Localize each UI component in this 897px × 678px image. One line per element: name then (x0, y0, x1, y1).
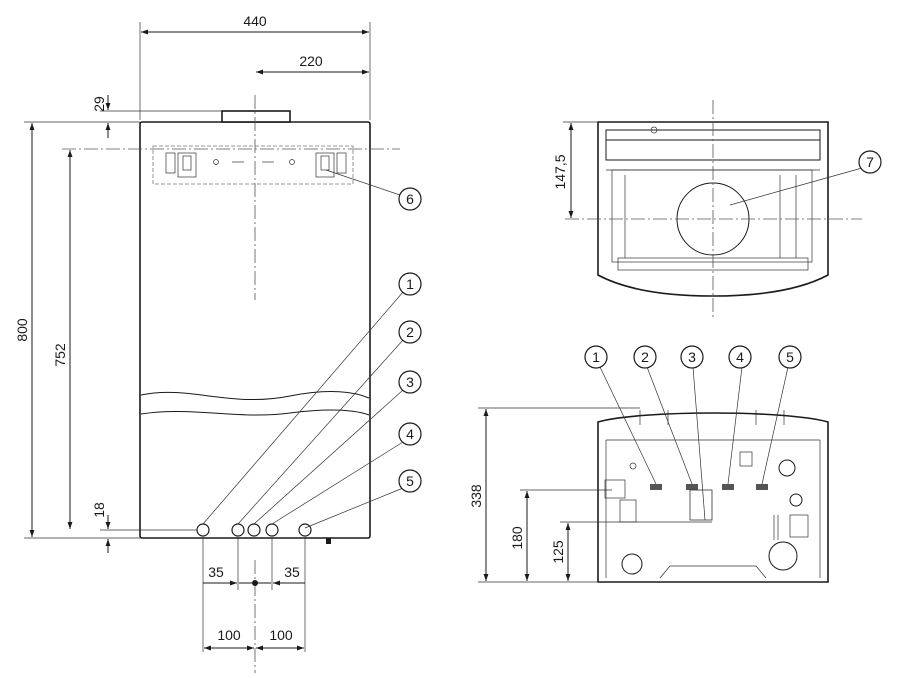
casing-lower-line (140, 409, 370, 416)
callout-7: 7 (866, 154, 874, 170)
center-dot (252, 580, 258, 586)
dim-125: 125 (550, 540, 566, 564)
mounting-bracket (152, 145, 354, 185)
flue-stub (221, 110, 291, 123)
bottom-callout-5: 5 (786, 349, 794, 365)
dim-100-left: 100 (217, 627, 241, 643)
connection-circle-4 (265, 523, 279, 537)
drain-stub (326, 538, 331, 544)
dim-35-left: 35 (208, 564, 224, 580)
dim-338: 338 (468, 484, 484, 508)
bottom-callout-2: 2 (641, 349, 649, 365)
callout-2: 2 (406, 324, 414, 340)
dim-220: 220 (299, 53, 323, 69)
bottom-callout-1: 1 (592, 349, 600, 365)
dim-35-right: 35 (284, 564, 300, 580)
connection-circle-1 (196, 523, 210, 537)
top-view-outline (597, 121, 829, 297)
dim-752: 752 (52, 343, 68, 367)
callout-5: 5 (406, 473, 414, 489)
callout-1: 1 (406, 276, 414, 292)
front-view: 440 220 29 800 752 18 35 35 (14, 13, 422, 673)
bottom-view: 338 180 125 1 2 3 4 5 (468, 345, 829, 583)
dim-440: 440 (243, 13, 267, 29)
connection-circle-3 (247, 523, 261, 537)
connection-circle-5 (298, 523, 312, 537)
connection-circle-2 (231, 523, 245, 537)
callout-3: 3 (406, 374, 414, 390)
callout-6: 6 (406, 191, 414, 207)
top-view: 147,5 7 (552, 100, 882, 318)
dim-18: 18 (91, 502, 107, 518)
bottom-callout-4: 4 (736, 349, 744, 365)
casing-split-line (140, 391, 370, 401)
dim-29: 29 (91, 96, 107, 112)
dim-180: 180 (509, 526, 525, 550)
dim-100-right: 100 (269, 627, 293, 643)
bottom-view-outline (597, 412, 829, 583)
callout-4: 4 (406, 426, 414, 442)
dim-147-5: 147,5 (552, 154, 568, 189)
bottom-callout-3: 3 (688, 349, 696, 365)
dim-800: 800 (14, 318, 30, 342)
